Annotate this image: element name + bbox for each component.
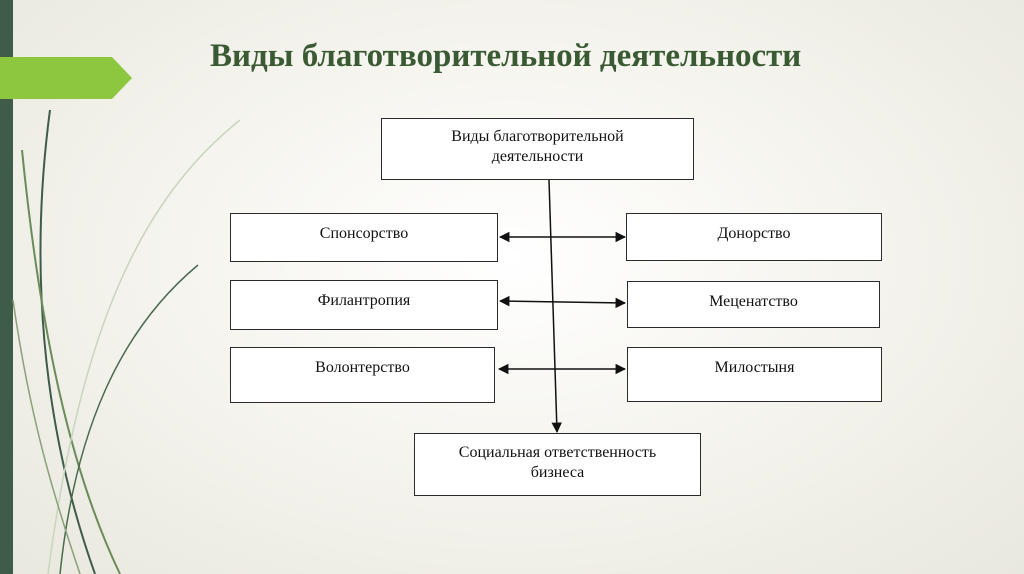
- box-alms: Милостыня: [627, 347, 882, 402]
- bottom-box-line1: Социальная ответственность: [458, 444, 657, 461]
- top-box-line1: Виды благотворительной: [451, 128, 624, 145]
- left-sidebar-bar: [0, 0, 13, 574]
- box-sponsorship: Спонсорство: [230, 213, 498, 262]
- box-volunteering: Волонтерство: [230, 347, 495, 403]
- box-donorship-label: Донорство: [717, 225, 791, 242]
- green-arrow-banner: [0, 57, 132, 99]
- box-volunteering-label: Волонтерство: [315, 359, 410, 376]
- box-philanthropy-label: Филантропия: [317, 292, 411, 309]
- bottom-box-line2: бизнеса: [530, 464, 585, 481]
- box-patronage: Меценатство: [627, 281, 880, 328]
- box-philanthropy: Филантропия: [230, 280, 498, 330]
- bottom-box-social-responsibility: Социальная ответственность бизнеса: [414, 433, 701, 496]
- box-donorship: Донорство: [626, 213, 882, 261]
- box-sponsorship-label: Спонсорство: [319, 225, 409, 242]
- slide-title: Виды благотворительной деятельности: [210, 38, 802, 74]
- box-alms-label: Милостыня: [714, 359, 795, 376]
- arrow-philanthropy-patronage: [498, 295, 627, 309]
- top-box-charity-types: Виды благотворительной деятельности: [381, 118, 694, 180]
- vertical-main-arrow: [548, 179, 562, 434]
- top-box-line2: деятельности: [491, 148, 584, 165]
- box-patronage-label: Меценатство: [709, 293, 798, 310]
